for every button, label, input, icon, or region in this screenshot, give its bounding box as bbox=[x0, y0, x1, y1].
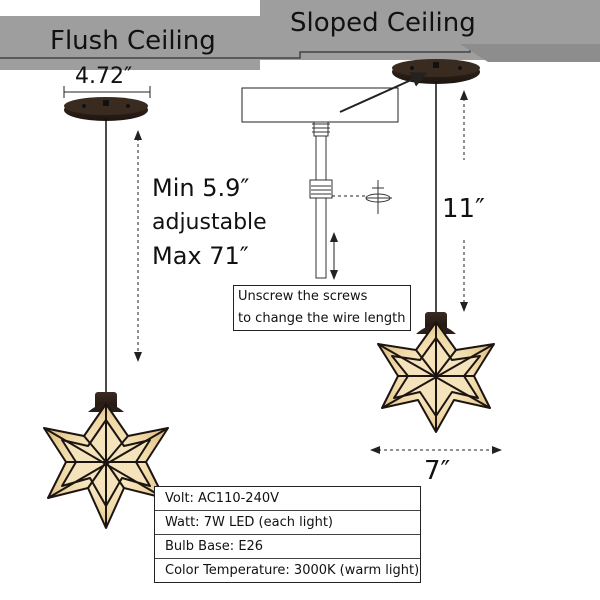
flush-ceiling-label: Flush Ceiling bbox=[50, 26, 216, 56]
flush-star-shade bbox=[43, 403, 169, 529]
shade-width-label: 7″ bbox=[424, 456, 451, 486]
note-line-2: to change the wire length bbox=[238, 311, 406, 326]
spec-color-temperature: Color Temperature: 3000K (warm light) bbox=[165, 563, 420, 578]
cord-adjustable-label: adjustable bbox=[152, 210, 267, 235]
flush-canopy bbox=[64, 97, 148, 121]
detail-stem bbox=[309, 121, 333, 279]
spec-voltage: Volt: AC110-240V bbox=[155, 487, 420, 511]
wire-length-note: Unscrew the screws to change the wire le… bbox=[233, 285, 411, 331]
spec-bulb-base: Bulb Base: E26 bbox=[155, 535, 420, 559]
sloped-canopy bbox=[392, 59, 480, 84]
ceiling-band bbox=[0, 0, 600, 70]
drop-height-label: 11″ bbox=[442, 194, 485, 224]
cord-max-label: Max 71″ bbox=[152, 242, 249, 270]
spec-wattage: Watt: 7W LED (each light) bbox=[155, 511, 420, 535]
canopy-width-label: 4.72″ bbox=[75, 64, 133, 89]
spec-table: Volt: AC110-240V Watt: 7W LED (each ligh… bbox=[154, 486, 421, 583]
sloped-ceiling-label: Sloped Ceiling bbox=[290, 8, 476, 38]
screw-detail bbox=[365, 180, 392, 214]
sloped-star-shade bbox=[377, 321, 495, 433]
note-line-1: Unscrew the screws bbox=[238, 289, 368, 304]
cord-min-label: Min 5.9″ bbox=[152, 174, 250, 202]
